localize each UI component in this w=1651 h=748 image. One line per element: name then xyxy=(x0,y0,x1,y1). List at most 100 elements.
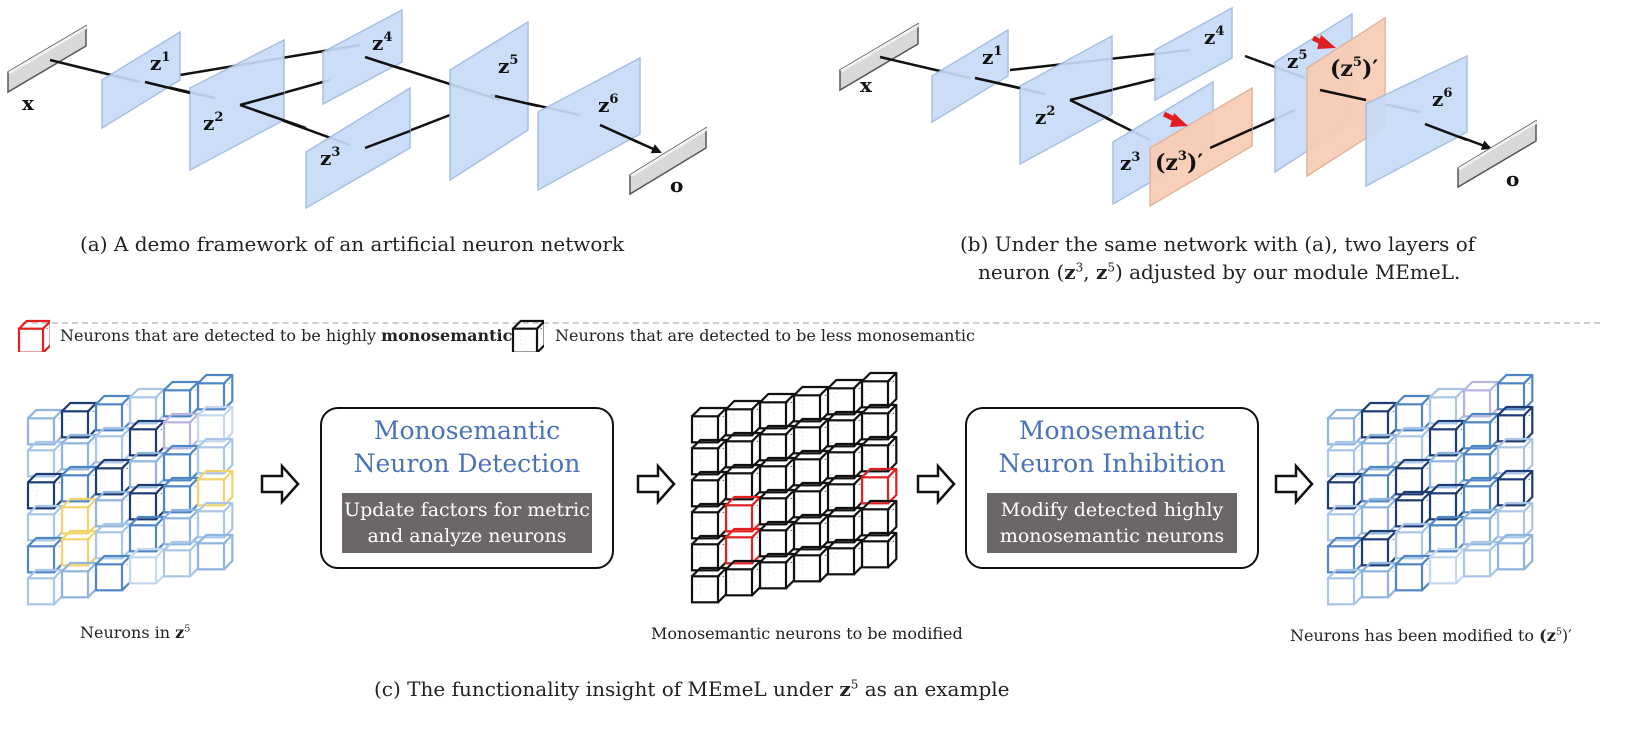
input-cube-1-4 xyxy=(162,412,200,450)
output-cube-0-2 xyxy=(1394,394,1432,432)
input-x-slab-a xyxy=(7,24,88,94)
legend-low-label: Neurons that are detected to be less mon… xyxy=(555,326,975,345)
middle-cube-5-2 xyxy=(758,552,796,590)
middle-cube-1-3 xyxy=(792,417,830,455)
layer-z6-a xyxy=(537,56,641,192)
layer-z5-a xyxy=(449,20,529,182)
output-cube-3-2 xyxy=(1394,490,1432,528)
middle-cube-3-2 xyxy=(758,488,796,526)
label-z5-prime-b: (z5)′ xyxy=(1330,55,1378,82)
label-z6-b: z6 xyxy=(1432,86,1452,111)
legend-red-cube-icon xyxy=(17,319,50,352)
red-arrow-z5 xyxy=(1311,35,1336,49)
diagram-a: x z1 z2 z4 z3 z5 z6 o xyxy=(7,8,708,210)
pipeline-arrows xyxy=(260,462,1314,506)
red-arrow-z3 xyxy=(1162,111,1188,127)
output-o-slab-b xyxy=(1457,119,1538,189)
middle-cube-4-2 xyxy=(758,520,796,558)
cube-grids xyxy=(26,371,1534,606)
detection-title-2: Neuron Detection xyxy=(353,449,581,478)
label-x-b: x xyxy=(860,73,873,97)
middle-cube-5-4 xyxy=(826,538,864,576)
output-cube-4-0 xyxy=(1326,536,1364,574)
inhibition-title-2: Neuron Inhibition xyxy=(998,449,1226,478)
output-cube-0-3 xyxy=(1428,387,1466,425)
network-diagrams: x z1 z2 z4 z3 z5 z6 o xyxy=(7,6,1538,210)
layer-z6-b xyxy=(1365,54,1468,188)
input-cube-0-4 xyxy=(162,380,200,418)
output-cube-0-1 xyxy=(1360,401,1398,439)
label-o-b: o xyxy=(1506,167,1519,191)
output-cube-5-4 xyxy=(1462,540,1500,578)
inhibition-title-1: Monosemantic xyxy=(1018,416,1206,445)
middle-cube-4-3 xyxy=(792,513,830,551)
label-z3-prime-b: (z3)′ xyxy=(1155,149,1203,176)
label-z1-b: z1 xyxy=(982,44,1002,69)
output-cube-2-1 xyxy=(1360,465,1398,503)
middle-cube-4-5 xyxy=(860,499,898,537)
input-cube-0-3 xyxy=(128,387,166,425)
output-o-slab-a xyxy=(629,126,708,196)
middle-cube-0-2 xyxy=(758,392,796,430)
input-cube-0-5 xyxy=(196,373,234,411)
input-cube-4-0 xyxy=(26,536,64,574)
output-cube-4-3 xyxy=(1428,515,1466,553)
output-cube-1-5 xyxy=(1496,405,1534,443)
label-x-a: x xyxy=(22,91,35,115)
output-cube-5-3 xyxy=(1428,547,1466,585)
legend-red-cube xyxy=(17,319,50,352)
middle-cube-2-1 xyxy=(724,463,762,501)
label-z3-a: z3 xyxy=(320,145,340,170)
output-cube-2-2 xyxy=(1394,458,1432,496)
middle-cube-0-4 xyxy=(826,378,864,416)
middle-cube-5-1 xyxy=(724,559,762,597)
input-cube-1-1 xyxy=(60,433,98,471)
layer-z4-a xyxy=(322,8,403,106)
input-cube-2-1 xyxy=(60,465,98,503)
input-cube-0-2 xyxy=(94,394,132,432)
middle-cube-4-0 xyxy=(690,534,728,572)
label-o-a: o xyxy=(670,173,683,197)
input-cube-4-4 xyxy=(162,508,200,546)
middle-cube-5-3 xyxy=(792,545,830,583)
input-neurons-caption: Neurons in z5 xyxy=(80,623,191,642)
middle-cube-0-0 xyxy=(690,406,728,444)
middle-cube-0-1 xyxy=(724,399,762,437)
caption-c: (c) The functionality insight of MEmeL u… xyxy=(374,677,1010,701)
pipeline-arrow-4 xyxy=(1274,462,1314,506)
caption-a: (a) A demo framework of an artificial ne… xyxy=(80,232,625,256)
output-cube-2-4 xyxy=(1462,444,1500,482)
detection-title-1: Monosemantic xyxy=(373,416,561,445)
detection-box: Monosemantic Neuron Detection Update fac… xyxy=(320,407,614,569)
middle-cube-4-1 xyxy=(724,527,762,565)
label-z2-b: z2 xyxy=(1035,104,1055,129)
output-cube-4-5 xyxy=(1496,501,1534,539)
pipeline-arrow-3 xyxy=(916,462,956,506)
input-cube-2-5 xyxy=(196,437,234,475)
pipeline-arrow-2 xyxy=(636,462,676,506)
input-cube-4-1 xyxy=(60,529,98,567)
output-cube-1-4 xyxy=(1462,412,1500,450)
layer-z1-a xyxy=(101,30,181,130)
middle-cube-1-5 xyxy=(860,403,898,441)
output-cube-5-5 xyxy=(1496,533,1534,571)
output-cube-0-0 xyxy=(1326,408,1364,446)
layer-z3-prime-b xyxy=(1149,86,1253,208)
label-z1-a: z1 xyxy=(150,50,170,75)
middle-cube-3-5 xyxy=(860,467,898,505)
label-z6-a: z6 xyxy=(598,92,618,117)
middle-cube-5-5 xyxy=(860,531,898,569)
section-divider xyxy=(22,322,1600,324)
caption-b-line1: (b) Under the same network with (a), two… xyxy=(960,232,1476,256)
input-cube-3-5 xyxy=(196,469,234,507)
diagram-b: x z1 z2 z4 z3 (z3)′ z5 (z5)′ z6 o xyxy=(839,6,1538,208)
input-cube-0-1 xyxy=(60,401,98,439)
input-cube-3-0 xyxy=(26,504,64,542)
output-cube-0-4 xyxy=(1462,380,1500,418)
middle-cube-2-5 xyxy=(860,435,898,473)
output-cube-4-4 xyxy=(1462,508,1500,546)
output-cube-1-3 xyxy=(1428,419,1466,457)
middle-cube-4-4 xyxy=(826,506,864,544)
label-z4-b: z4 xyxy=(1204,24,1224,49)
